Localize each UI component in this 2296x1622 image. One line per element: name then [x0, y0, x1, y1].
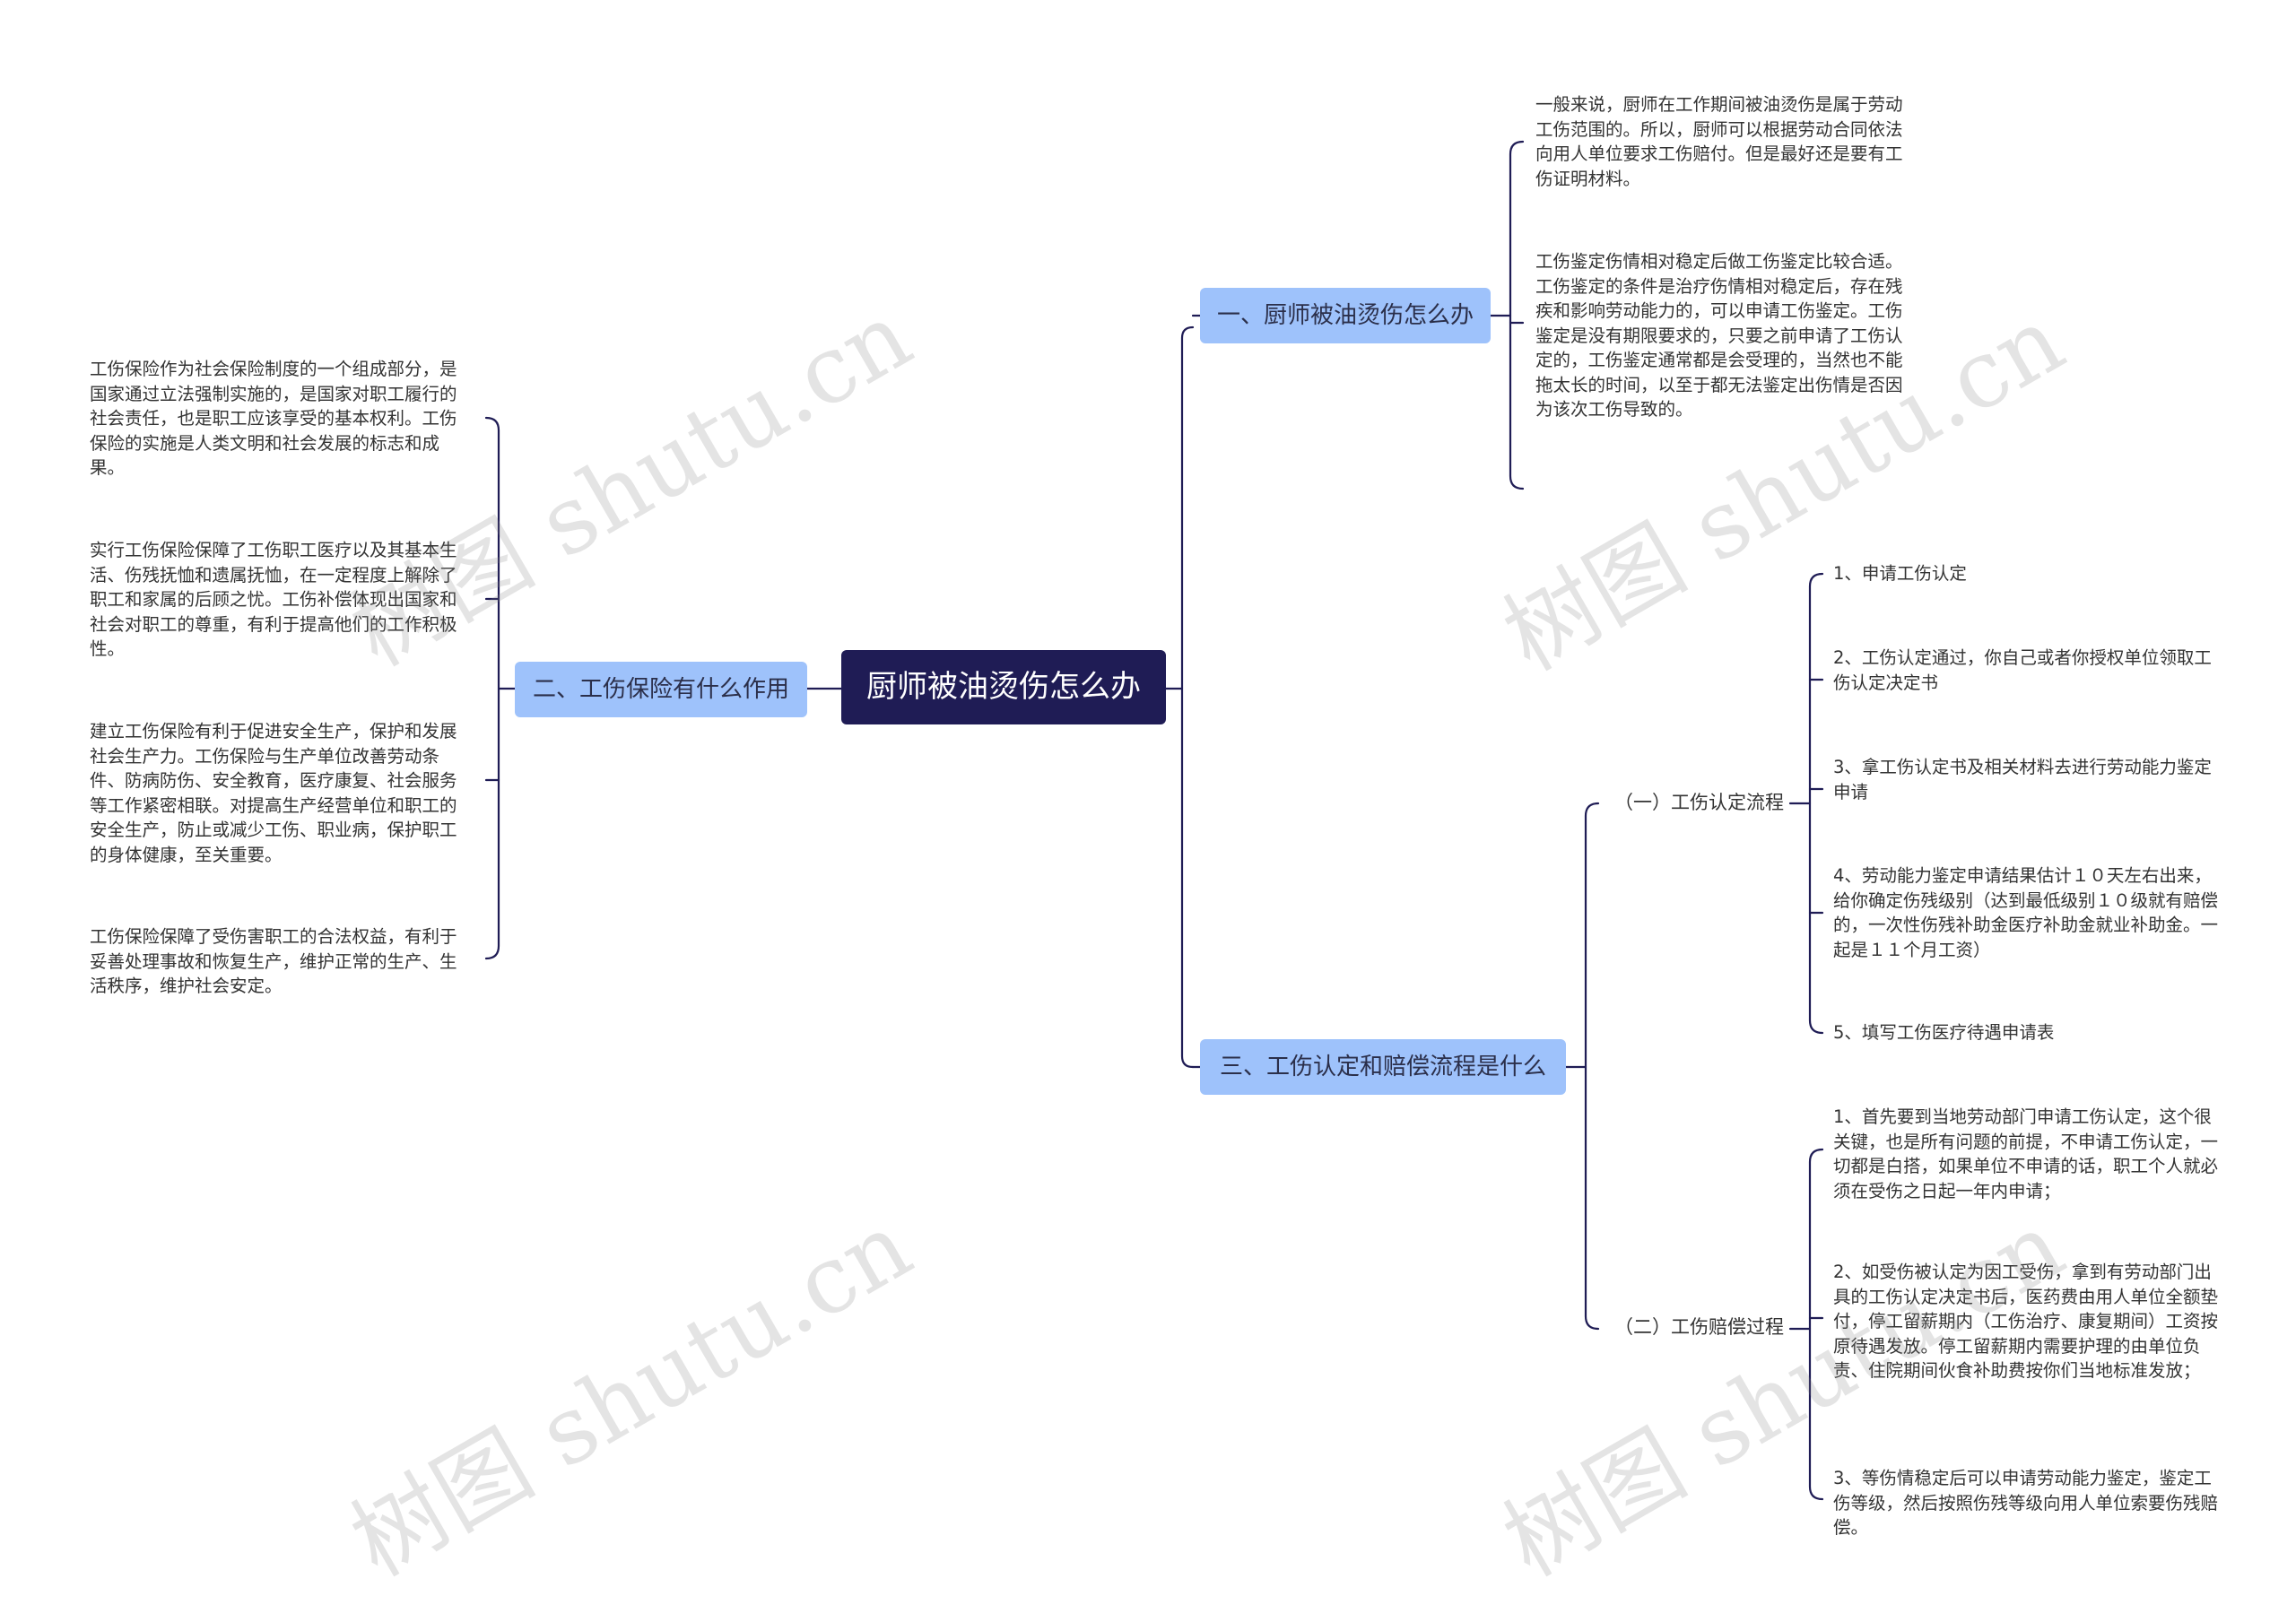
sub-node-2[interactable]: （二）工伤赔偿过程 — [1614, 1316, 1784, 1338]
branch-node-2[interactable]: 二、工伤保险有什么作用 — [515, 662, 807, 717]
sub2-leaf-1: 1、首先要到当地劳动部门申请工伤认定，这个很关键，也是所有问题的前提，不申请工伤… — [1833, 1106, 2219, 1201]
b1-leaf-2: 工伤鉴定伤情相对稳定后做工伤鉴定比较合适。工伤鉴定的条件是治疗伤情相对稳定后，存… — [1535, 251, 1903, 420]
sub2-leaf-2: 2、如受伤被认定为因工受伤，拿到有劳动部门出具的工伤认定决定书后，医药费由用人单… — [1833, 1262, 2219, 1381]
sub1-leaf-2: 2、工伤认定通过，你自己或者你授权单位领取工伤认定决定书 — [1833, 647, 2212, 693]
bracket-sub2 — [1808, 1148, 1824, 1501]
b1-leaf-1: 一般来说，厨师在工作期间被油烫伤是属于劳动工伤范围的。所以，厨师可以根据劳动合同… — [1535, 94, 1903, 189]
b2-leaf-2: 实行工伤保险保障了工伤职工医疗以及其基本生活、伤残抚恤和遗属抚恤，在一定程度上解… — [90, 540, 457, 659]
sub1-leaf-4: 4、劳动能力鉴定申请结果估计１０天左右出来，给你确定伤残级别（达到最低级别１０级… — [1833, 865, 2219, 960]
sub1-leaf-3: 3、拿工伤认定书及相关材料去进行劳动能力鉴定申请 — [1833, 757, 2212, 802]
sub-node-1[interactable]: （一）工伤认定流程 — [1614, 792, 1784, 813]
sub1-leaf-1: 1、申请工伤认定 — [1833, 563, 1967, 584]
root-node[interactable]: 厨师被油烫伤怎么办 — [841, 650, 1166, 724]
bracket-b2 — [484, 416, 500, 960]
bracket-b3 — [1584, 802, 1600, 1331]
branch-node-1[interactable]: 一、厨师被油烫伤怎么办 — [1200, 288, 1491, 343]
sub2-leaf-3: 3、等伤情稳定后可以申请劳动能力鉴定，鉴定工伤等级，然后按照伤残等级向用人单位索… — [1833, 1468, 2219, 1538]
bracket-b1 — [1509, 140, 1525, 490]
bracket-sub1 — [1808, 572, 1824, 1035]
connector-trunk-right — [1180, 325, 1195, 1069]
b2-leaf-3: 建立工伤保险有利于促进安全生产，保护和发展社会生产力。工伤保险与生产单位改善劳动… — [90, 721, 457, 865]
b2-leaf-1: 工伤保险作为社会保险制度的一个组成部分，是国家通过立法强制实施的，是国家对职工履… — [90, 359, 457, 478]
branch-node-3[interactable]: 三、工伤认定和赔偿流程是什么 — [1200, 1039, 1566, 1095]
sub1-leaf-5: 5、填写工伤医疗待遇申请表 — [1833, 1022, 2055, 1043]
b2-leaf-4: 工伤保险保障了受伤害职工的合法权益，有利于妥善处理事故和恢复生产，维护正常的生产… — [90, 926, 457, 996]
